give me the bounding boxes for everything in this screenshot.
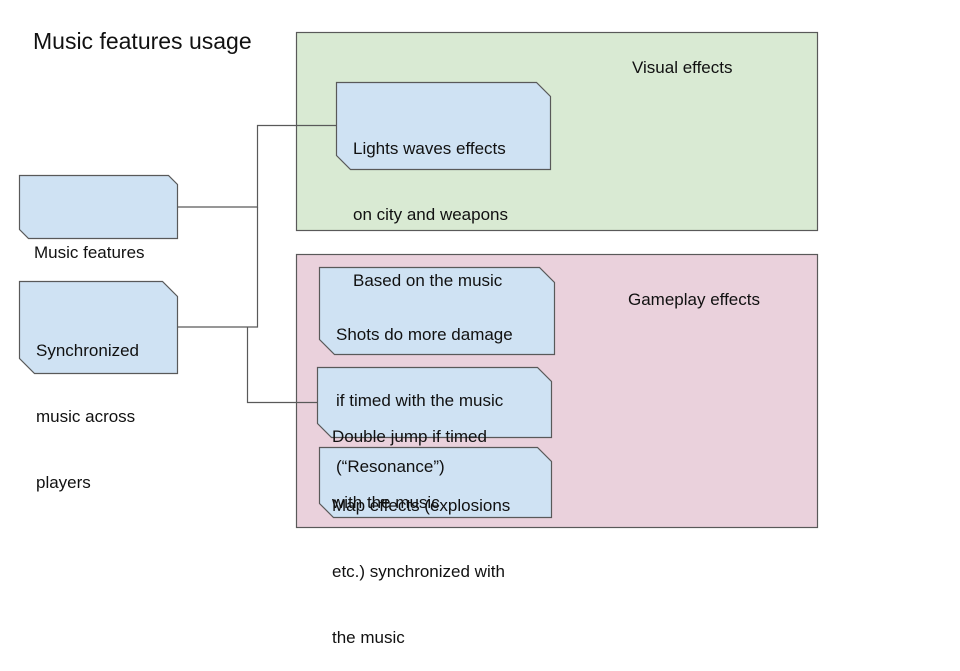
connector-music-features-to-lights <box>178 124 336 208</box>
text-line: Synchronized <box>36 341 140 360</box>
music-features-text: Music features <box>34 198 145 286</box>
text-line: the music <box>332 628 405 647</box>
text-line: Double jump if timed <box>332 427 487 446</box>
lights-waves-effects-node[interactable] <box>335 81 552 171</box>
map-effects-text: Map effects (explosions etc.) synchroniz… <box>332 451 510 671</box>
connector-sync-music-to-lights <box>178 207 259 328</box>
shots-damage-text: Shots do more damage if timed with the m… <box>336 280 513 500</box>
connector-sync-music-to-double-jump <box>246 327 317 404</box>
text-line: (“Resonance”) <box>336 457 445 476</box>
gameplay-effects-label: Gameplay effects <box>628 290 760 309</box>
text-line: Map effects (explosions <box>332 496 511 515</box>
diagram-title: Music features usage <box>33 28 252 54</box>
double-jump-node[interactable] <box>316 366 553 439</box>
synchronized-music-text: Synchronized music across players <box>36 296 139 516</box>
map-effects-node[interactable] <box>318 446 553 519</box>
text-line: players <box>36 473 91 492</box>
text-line: Based on the music <box>353 271 503 290</box>
text-line: Music features <box>34 243 145 262</box>
text-line: with the music <box>332 493 440 512</box>
text-line: Shots do more damage <box>336 325 513 344</box>
visual-effects-label: Visual effects <box>632 58 733 77</box>
music-features-node[interactable] <box>18 174 179 240</box>
diagram-canvas <box>18 31 819 529</box>
synchronized-music-node[interactable] <box>18 280 179 375</box>
text-line: music across <box>36 407 136 426</box>
text-line: if timed with the music <box>336 391 504 410</box>
shots-damage-node[interactable] <box>318 266 556 356</box>
text-line: Lights waves effects <box>353 139 506 158</box>
text-line: on city and weapons <box>353 205 508 224</box>
lights-waves-text: Lights waves effects on city and weapons… <box>353 94 508 314</box>
double-jump-text: Double jump if timed with the music <box>332 382 487 536</box>
text-line: etc.) synchronized with <box>332 562 505 581</box>
